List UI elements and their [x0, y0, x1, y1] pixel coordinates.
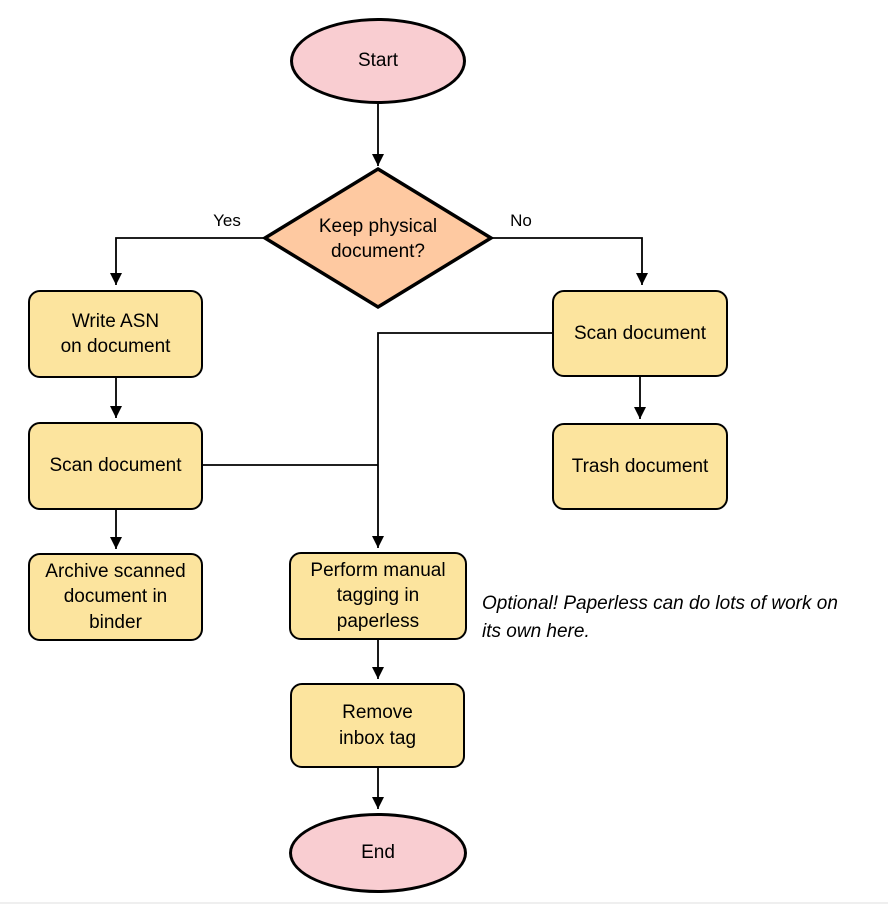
start-node: Start: [290, 18, 466, 104]
process-archive-scanned: Archive scanned document in binder: [28, 553, 203, 641]
edge-label-no: No: [510, 211, 532, 230]
end-node: End: [289, 813, 467, 893]
decision-diamond-shape: [261, 166, 495, 310]
process-scan-document-right: Scan document: [552, 290, 728, 377]
optional-note: Optional! Paperless can do lots of work …: [482, 593, 838, 642]
process-manual-tagging: Perform manual tagging in paperless: [289, 552, 467, 640]
process-trash-document: Trash document: [552, 423, 728, 510]
decision-node-label: Keep physical document?: [318, 216, 438, 263]
edge-scanright-to-tagging: [372, 332, 552, 548]
page-bottom-divider: [0, 902, 888, 904]
process-write-asn: Write ASN on document: [28, 290, 203, 378]
edge-decision-yes: [110, 237, 264, 285]
process-remove-inbox-tag: Remove inbox tag: [290, 683, 465, 768]
edge-decision-no: [492, 237, 648, 285]
edge-label-yes: Yes: [213, 211, 241, 230]
process-scan-document-left: Scan document: [28, 422, 203, 510]
